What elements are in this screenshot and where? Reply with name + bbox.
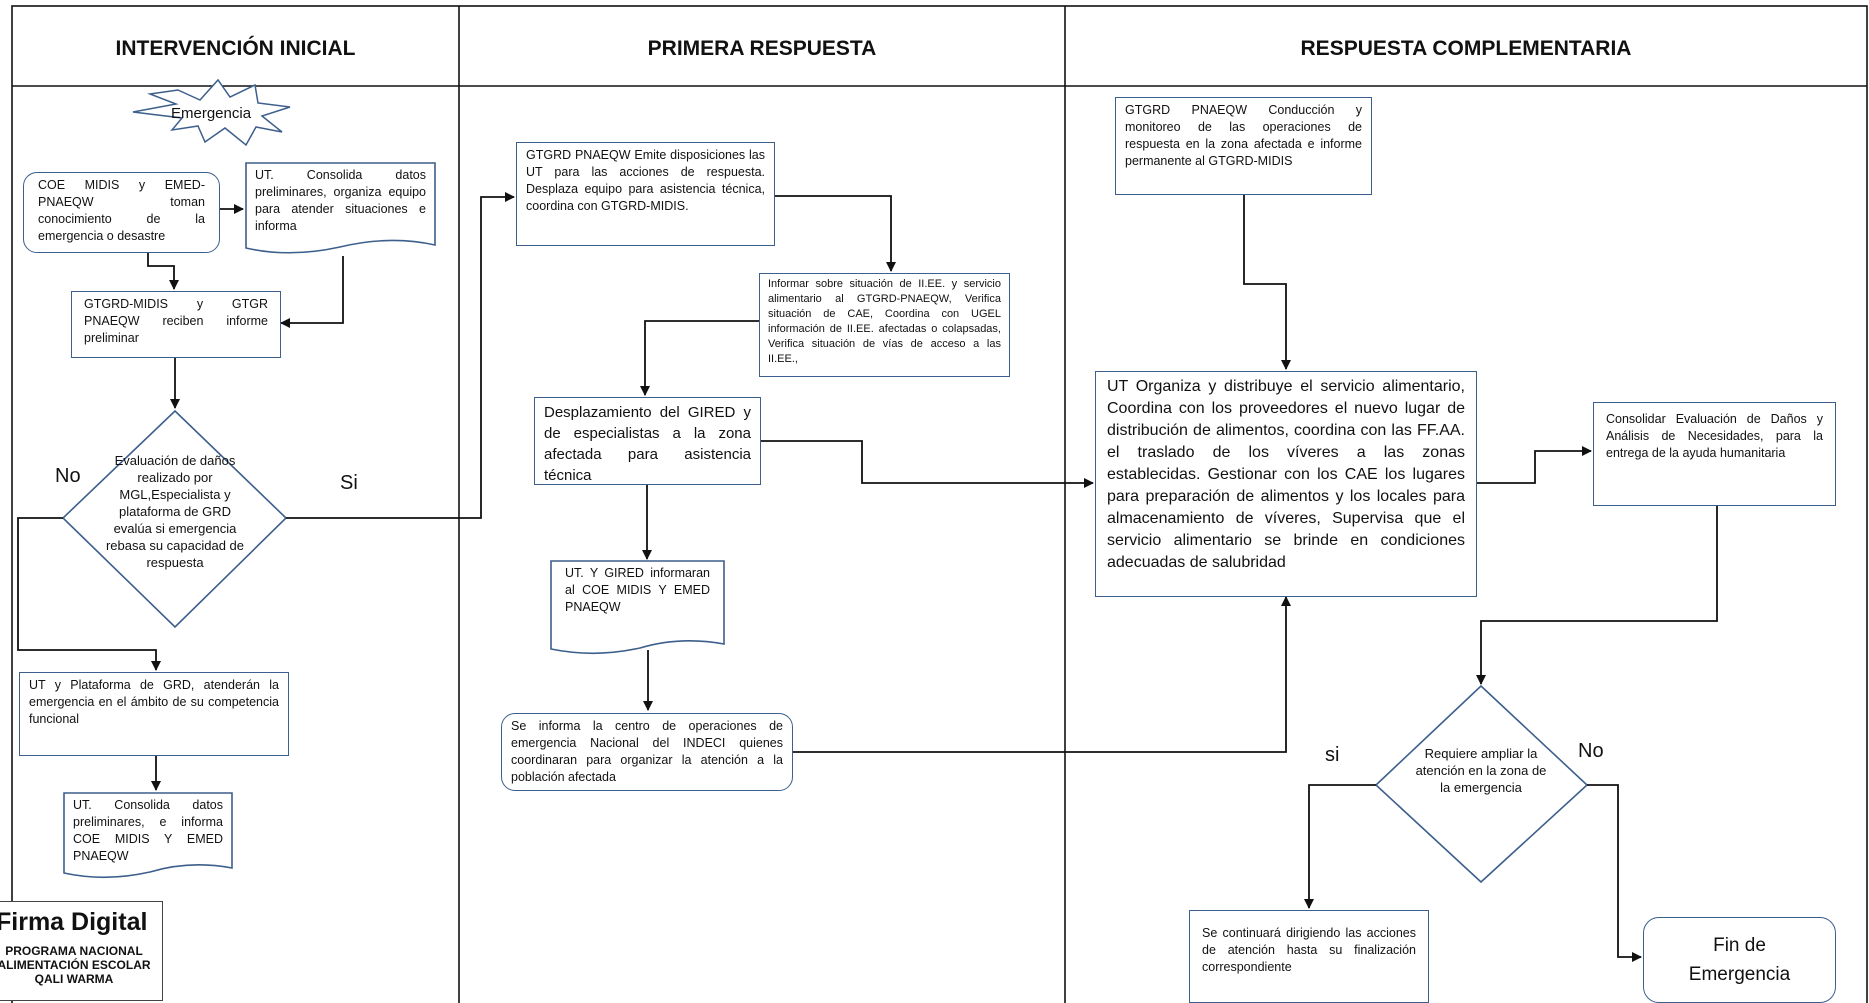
decision-requiere-shape — [1374, 684, 1589, 884]
node-consolidar: Consolidar Evaluación de Daños y Análisi… — [1593, 402, 1836, 506]
node-continuara-text: Se continuará dirigiendo las acciones de… — [1202, 926, 1416, 974]
node-ut-consolida-1-text: UT. Consolida datos preliminares, organi… — [255, 168, 426, 233]
doc-shape-ut-gired — [550, 560, 725, 655]
doc-shape-ut-consolida-1 — [245, 162, 436, 254]
stamp-title: Firma Digital — [0, 908, 148, 936]
node-continuara: Se continuará dirigiendo las acciones de… — [1189, 910, 1429, 1003]
lane-header-complementary: RESPUESTA COMPLEMENTARIA — [1300, 37, 1632, 60]
emergency-burst — [132, 78, 291, 147]
arrow-desplazamiento-to-ut-organiza — [761, 440, 1094, 488]
node-ut-organiza-text: UT Organiza y distribuye el servicio ali… — [1107, 378, 1465, 571]
arrow-no-to-ut-plataforma — [17, 517, 161, 671]
arrow-no-to-fin — [1587, 784, 1642, 962]
arrow-emergency-to-coe — [147, 246, 179, 290]
node-gtgrd-reciben: GTGRD-MIDIS y GTGR PNAEQW reciben inform… — [71, 291, 281, 358]
node-desplazamiento-text: Desplazamiento del GIRED y de especialis… — [544, 404, 751, 484]
node-ut-consolida-2: UT. Consolida datos preliminares, e info… — [64, 793, 232, 869]
lane-header-first-response: PRIMERA RESPUESTA — [647, 37, 877, 60]
arrow-informar-to-desplazamiento — [640, 320, 759, 396]
label-si-left: Si — [340, 472, 358, 494]
label-si-right: si — [1325, 744, 1340, 766]
node-ut-plataforma: UT y Plataforma de GRD, atenderán la eme… — [19, 672, 289, 756]
arrow-ut-organiza-to-consolidar — [1477, 446, 1592, 484]
label-no-right: No — [1578, 740, 1604, 762]
arrow-conduccion-to-ut-organiza — [1243, 194, 1291, 370]
node-ut-plataforma-text: UT y Plataforma de GRD, atenderán la eme… — [29, 678, 279, 726]
emergency-label: Emergencia — [171, 105, 252, 122]
node-informar-iiee: Informar sobre situación de II.EE. y ser… — [759, 273, 1010, 377]
node-ut-consolida-2-text: UT. Consolida datos preliminares, e info… — [73, 798, 223, 863]
node-ut-consolida-1: UT. Consolida datos preliminares, organi… — [246, 163, 435, 249]
node-coe-midis-text: COE MIDIS y EMED-PNAEQW toman conocimien… — [38, 178, 205, 243]
node-informar-iiee-text: Informar sobre situación de II.EE. y ser… — [768, 278, 1001, 365]
stamp-org-line-1: PROGRAMA NACIONAL — [5, 944, 143, 958]
arrow-consolidar-to-requiere — [1476, 506, 1718, 685]
node-coe-midis: COE MIDIS y EMED-PNAEQW toman conocimien… — [23, 172, 220, 253]
arrow-ut-to-reciben — [280, 256, 344, 328]
lane-header-initial: INTERVENCIÓN INICIAL — [115, 37, 356, 60]
node-se-informa-text: Se informa la centro de operaciones de e… — [511, 719, 783, 784]
node-consolidar-text: Consolidar Evaluación de Daños y Análisi… — [1606, 412, 1823, 460]
node-ut-gired-text: UT. Y GIRED informaran al COE MIDIS Y EM… — [565, 566, 710, 614]
swimlane-frame — [11, 5, 1868, 1003]
node-fin-emergencia-text: Fin de Emergencia — [1688, 935, 1791, 985]
arrow-gtgrd-to-informar — [775, 195, 896, 272]
label-no-left: No — [55, 465, 81, 487]
node-gtgrd-emite-text: GTGRD PNAEQW Emite disposiciones las UT … — [526, 148, 765, 213]
node-ut-gired: UT. Y GIRED informaran al COE MIDIS Y EM… — [551, 561, 724, 645]
node-fin-emergencia: Fin de Emergencia — [1643, 917, 1836, 1003]
arrow-si-to-continuara — [1304, 784, 1376, 909]
stamp-organization: PROGRAMA NACIONAL ALIMENTACIÓN ESCOLAR Q… — [0, 944, 154, 986]
node-evaluacion-text: Evaluación de daños realizado por MGL,Es… — [105, 453, 245, 570]
node-gtgrd-emite: GTGRD PNAEQW Emite disposiciones las UT … — [516, 142, 775, 246]
node-gtgrd-reciben-text: GTGRD-MIDIS y GTGR PNAEQW reciben inform… — [84, 297, 268, 345]
stamp-org-line-3: QALI WARMA — [34, 972, 114, 986]
doc-shape-ut-consolida-2 — [63, 792, 233, 879]
node-se-informa: Se informa la centro de operaciones de e… — [501, 713, 793, 791]
arrow-si-to-gtgrd — [286, 192, 515, 519]
digital-signature-stamp: Firma Digital PROGRAMA NACIONAL ALIMENTA… — [0, 901, 163, 1001]
node-gtgrd-conduccion-text: GTGRD PNAEQW Conducción y monitoreo de l… — [1125, 103, 1362, 168]
node-gtgrd-conduccion: GTGRD PNAEQW Conducción y monitoreo de l… — [1115, 97, 1372, 195]
stamp-org-line-2: ALIMENTACIÓN ESCOLAR — [0, 958, 151, 972]
node-ut-organiza: UT Organiza y distribuye el servicio ali… — [1095, 371, 1477, 597]
node-desplazamiento: Desplazamiento del GIRED y de especialis… — [534, 397, 761, 485]
decision-evaluacion-shape — [61, 409, 288, 629]
node-requiere-text: Requiere ampliar la atención en la zona … — [1415, 746, 1547, 795]
arrow-se-informa-to-ut-organiza — [792, 596, 1291, 753]
